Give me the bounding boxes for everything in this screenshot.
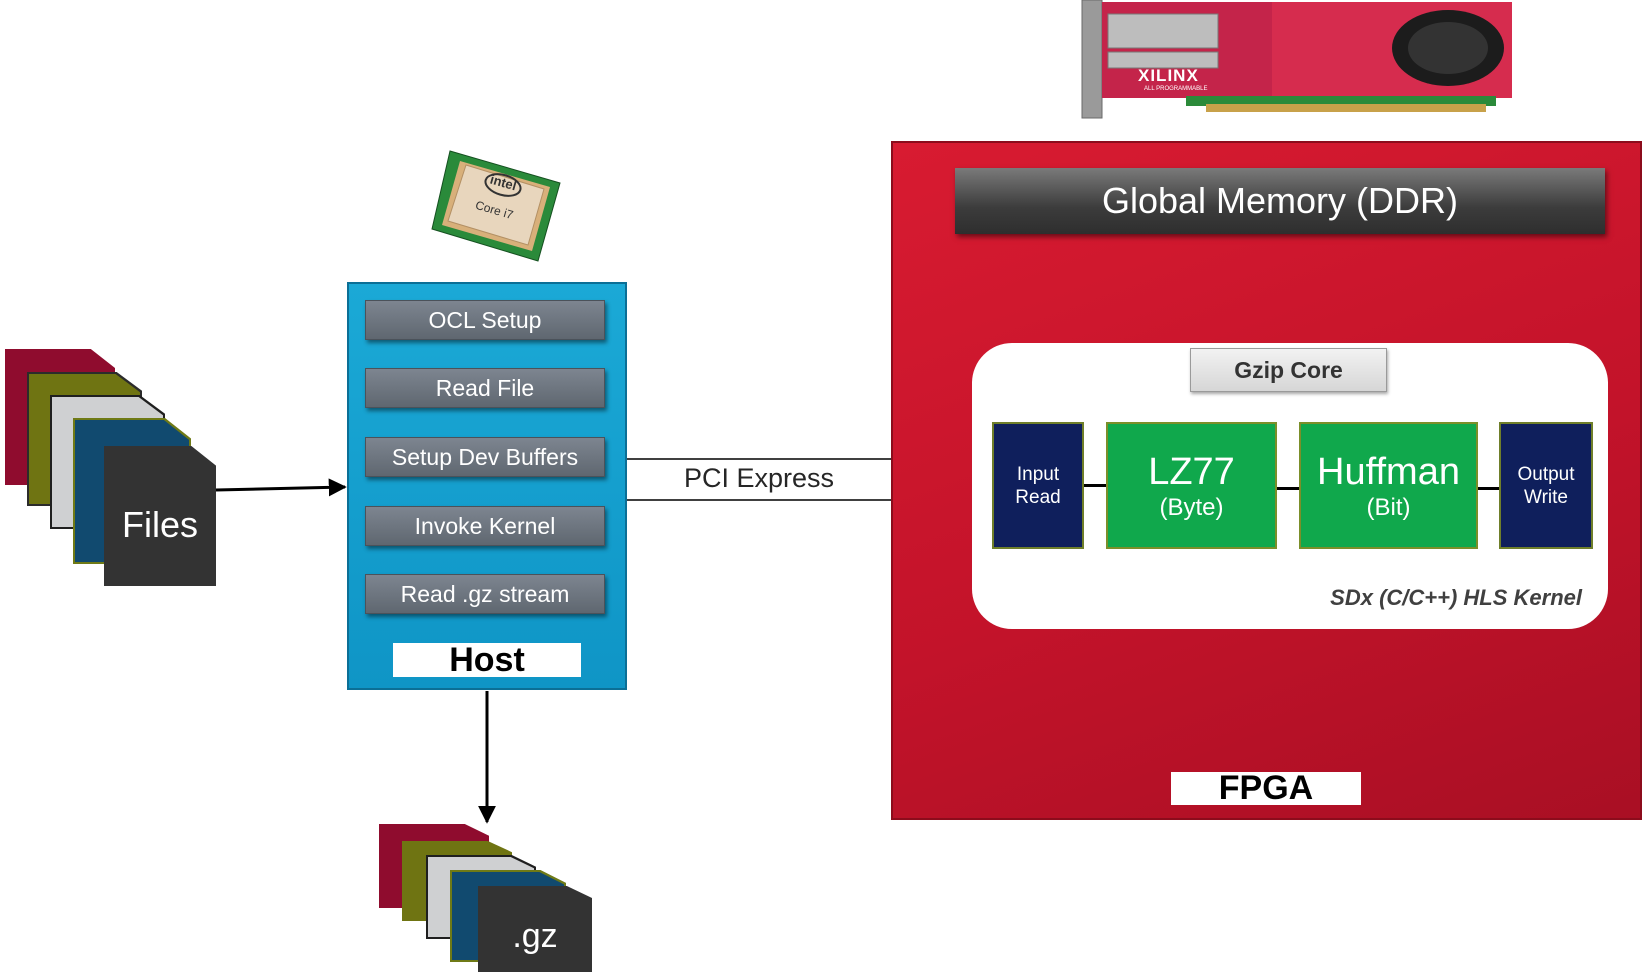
lz77-block: LZ77 (Byte) <box>1106 422 1277 549</box>
fpga-label: FPGA <box>1171 769 1361 807</box>
cpu-chip-icon <box>431 150 561 262</box>
xilinx-tagline: ALL PROGRAMMABLE <box>1144 86 1208 92</box>
connector-lz77-huffman <box>1277 487 1299 490</box>
lz77-title: LZ77 <box>1148 450 1235 493</box>
huffman-block: Huffman (Bit) <box>1299 422 1478 549</box>
output-write-line2: Write <box>1524 486 1568 508</box>
cpu-chip-image: intel Core i7 <box>430 143 565 265</box>
xilinx-board-icon <box>1081 0 1512 119</box>
kernel-caption: SDx (C/C++) HLS Kernel <box>1330 585 1582 610</box>
connector-huffman-output <box>1478 487 1499 490</box>
input-read-line1: Input <box>1016 463 1060 485</box>
files-label: Files <box>121 504 198 545</box>
output-write-block: Output Write <box>1499 422 1593 549</box>
huffman-sub: (Bit) <box>1366 493 1411 521</box>
host-step-read-gz-stream[interactable]: Read .gz stream <box>365 574 605 614</box>
host-step-setup-dev-buffers[interactable]: Setup Dev Buffers <box>365 437 605 477</box>
huffman-title: Huffman <box>1317 450 1460 493</box>
host-label: Host <box>393 641 581 679</box>
xilinx-brand: XILINX <box>1138 66 1199 85</box>
host-step-ocl-setup[interactable]: OCL Setup <box>365 300 605 340</box>
gzip-core-label: Gzip Core <box>1190 348 1387 392</box>
host-step-read-file[interactable]: Read File <box>365 368 605 408</box>
file-sheet-front <box>104 446 216 586</box>
host-step-invoke-kernel[interactable]: Invoke Kernel <box>365 506 605 546</box>
xilinx-board-image: XILINX ALL PROGRAMMABLE <box>1076 0 1524 122</box>
gz-label: .gz <box>512 916 558 955</box>
host-box: OCL Setup Read File Setup Dev Buffers In… <box>347 282 627 690</box>
output-write-line1: Output <box>1517 463 1575 485</box>
gz-sheet-front <box>478 886 592 972</box>
global-memory-ddr: Global Memory (DDR) <box>955 168 1605 234</box>
input-read-block: Input Read <box>992 422 1084 549</box>
connector-input-lz77 <box>1084 484 1106 487</box>
lz77-sub: (Byte) <box>1159 493 1224 521</box>
pci-express-label: PCI Express <box>683 463 835 493</box>
files-to-host-arrow <box>215 478 347 497</box>
input-read-line2: Read <box>1015 486 1061 508</box>
